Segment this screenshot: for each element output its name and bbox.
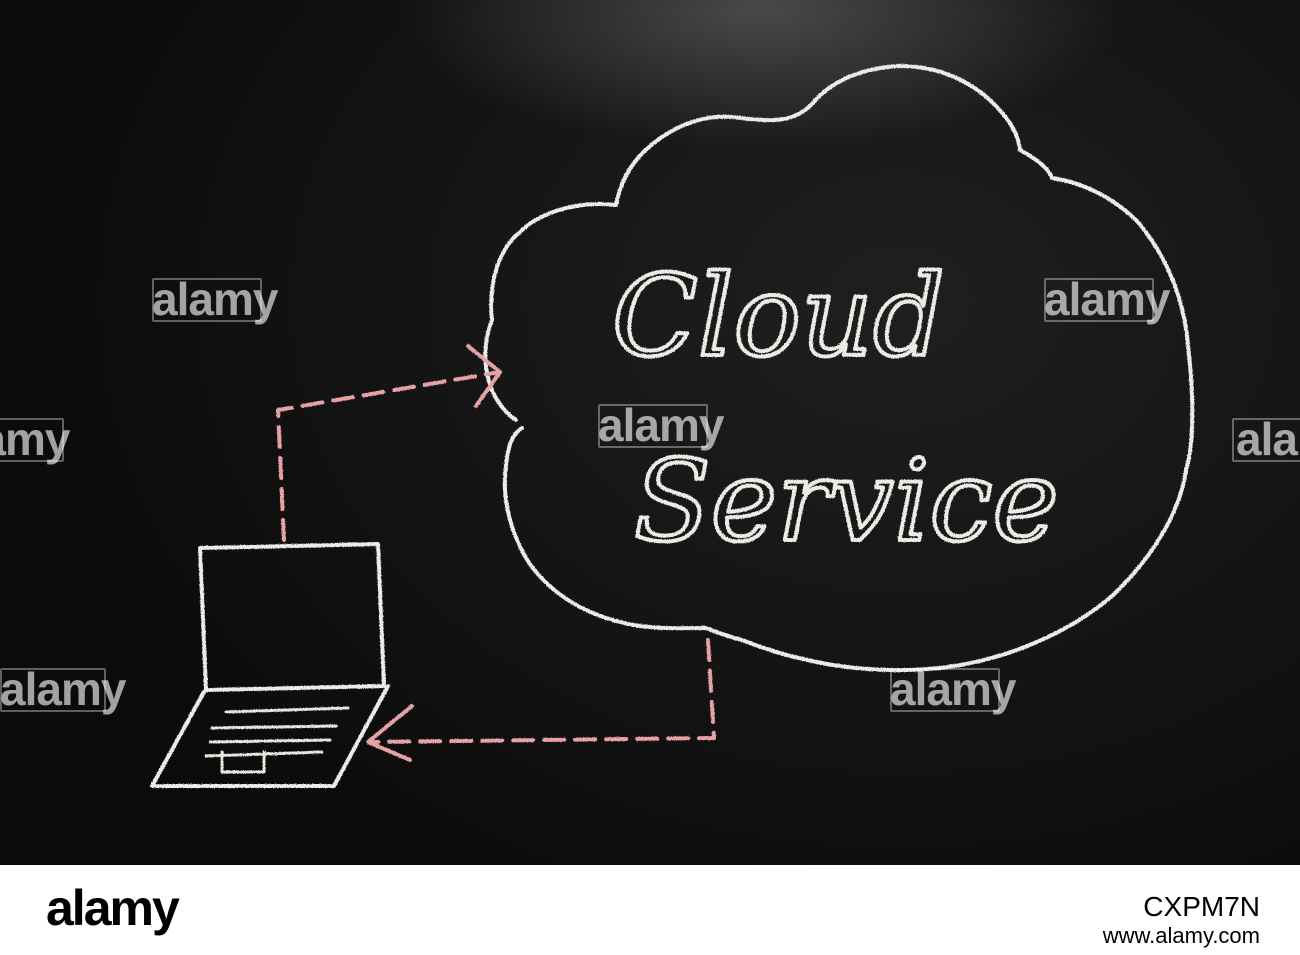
watermark: alamy	[0, 663, 126, 715]
watermark-box	[1044, 278, 1154, 322]
watermark-box	[152, 278, 262, 322]
cloud-outline	[483, 64, 1195, 673]
watermark: alamy	[0, 413, 70, 465]
alamy-logo: alamy	[46, 880, 180, 936]
watermark-box	[890, 668, 1000, 712]
watermark-box	[1232, 418, 1300, 462]
download-arrowhead	[366, 704, 414, 762]
watermark: alamy	[890, 663, 1016, 715]
laptop-keys	[204, 706, 350, 774]
chalkboard: Cloud Service alamy alamy alamy alamy al…	[0, 0, 1300, 865]
watermark-box	[598, 404, 708, 448]
chalk-drawing: Cloud Service	[150, 64, 1195, 788]
watermark: alamy	[1044, 273, 1170, 325]
site-url: www.alamy.com	[1102, 923, 1260, 948]
upload-arrow	[276, 370, 502, 542]
watermark: alamy	[598, 399, 724, 451]
laptop-icon	[150, 542, 390, 788]
footer-bar: alamy CXPM7N www.alamy.com	[0, 865, 1300, 955]
watermark-box	[0, 418, 64, 462]
watermark: alamy	[152, 273, 278, 325]
laptop-screen	[198, 542, 386, 692]
cloud-title-line-1: Cloud	[612, 252, 945, 382]
image-id: CXPM7N	[1143, 891, 1260, 922]
upload-arrowhead	[466, 344, 502, 408]
laptop-base	[150, 684, 390, 788]
download-arrow	[368, 638, 716, 744]
watermark: alamy	[1236, 413, 1300, 465]
cloud-title-line-2: Service	[634, 437, 1059, 567]
watermark-box	[0, 668, 106, 712]
